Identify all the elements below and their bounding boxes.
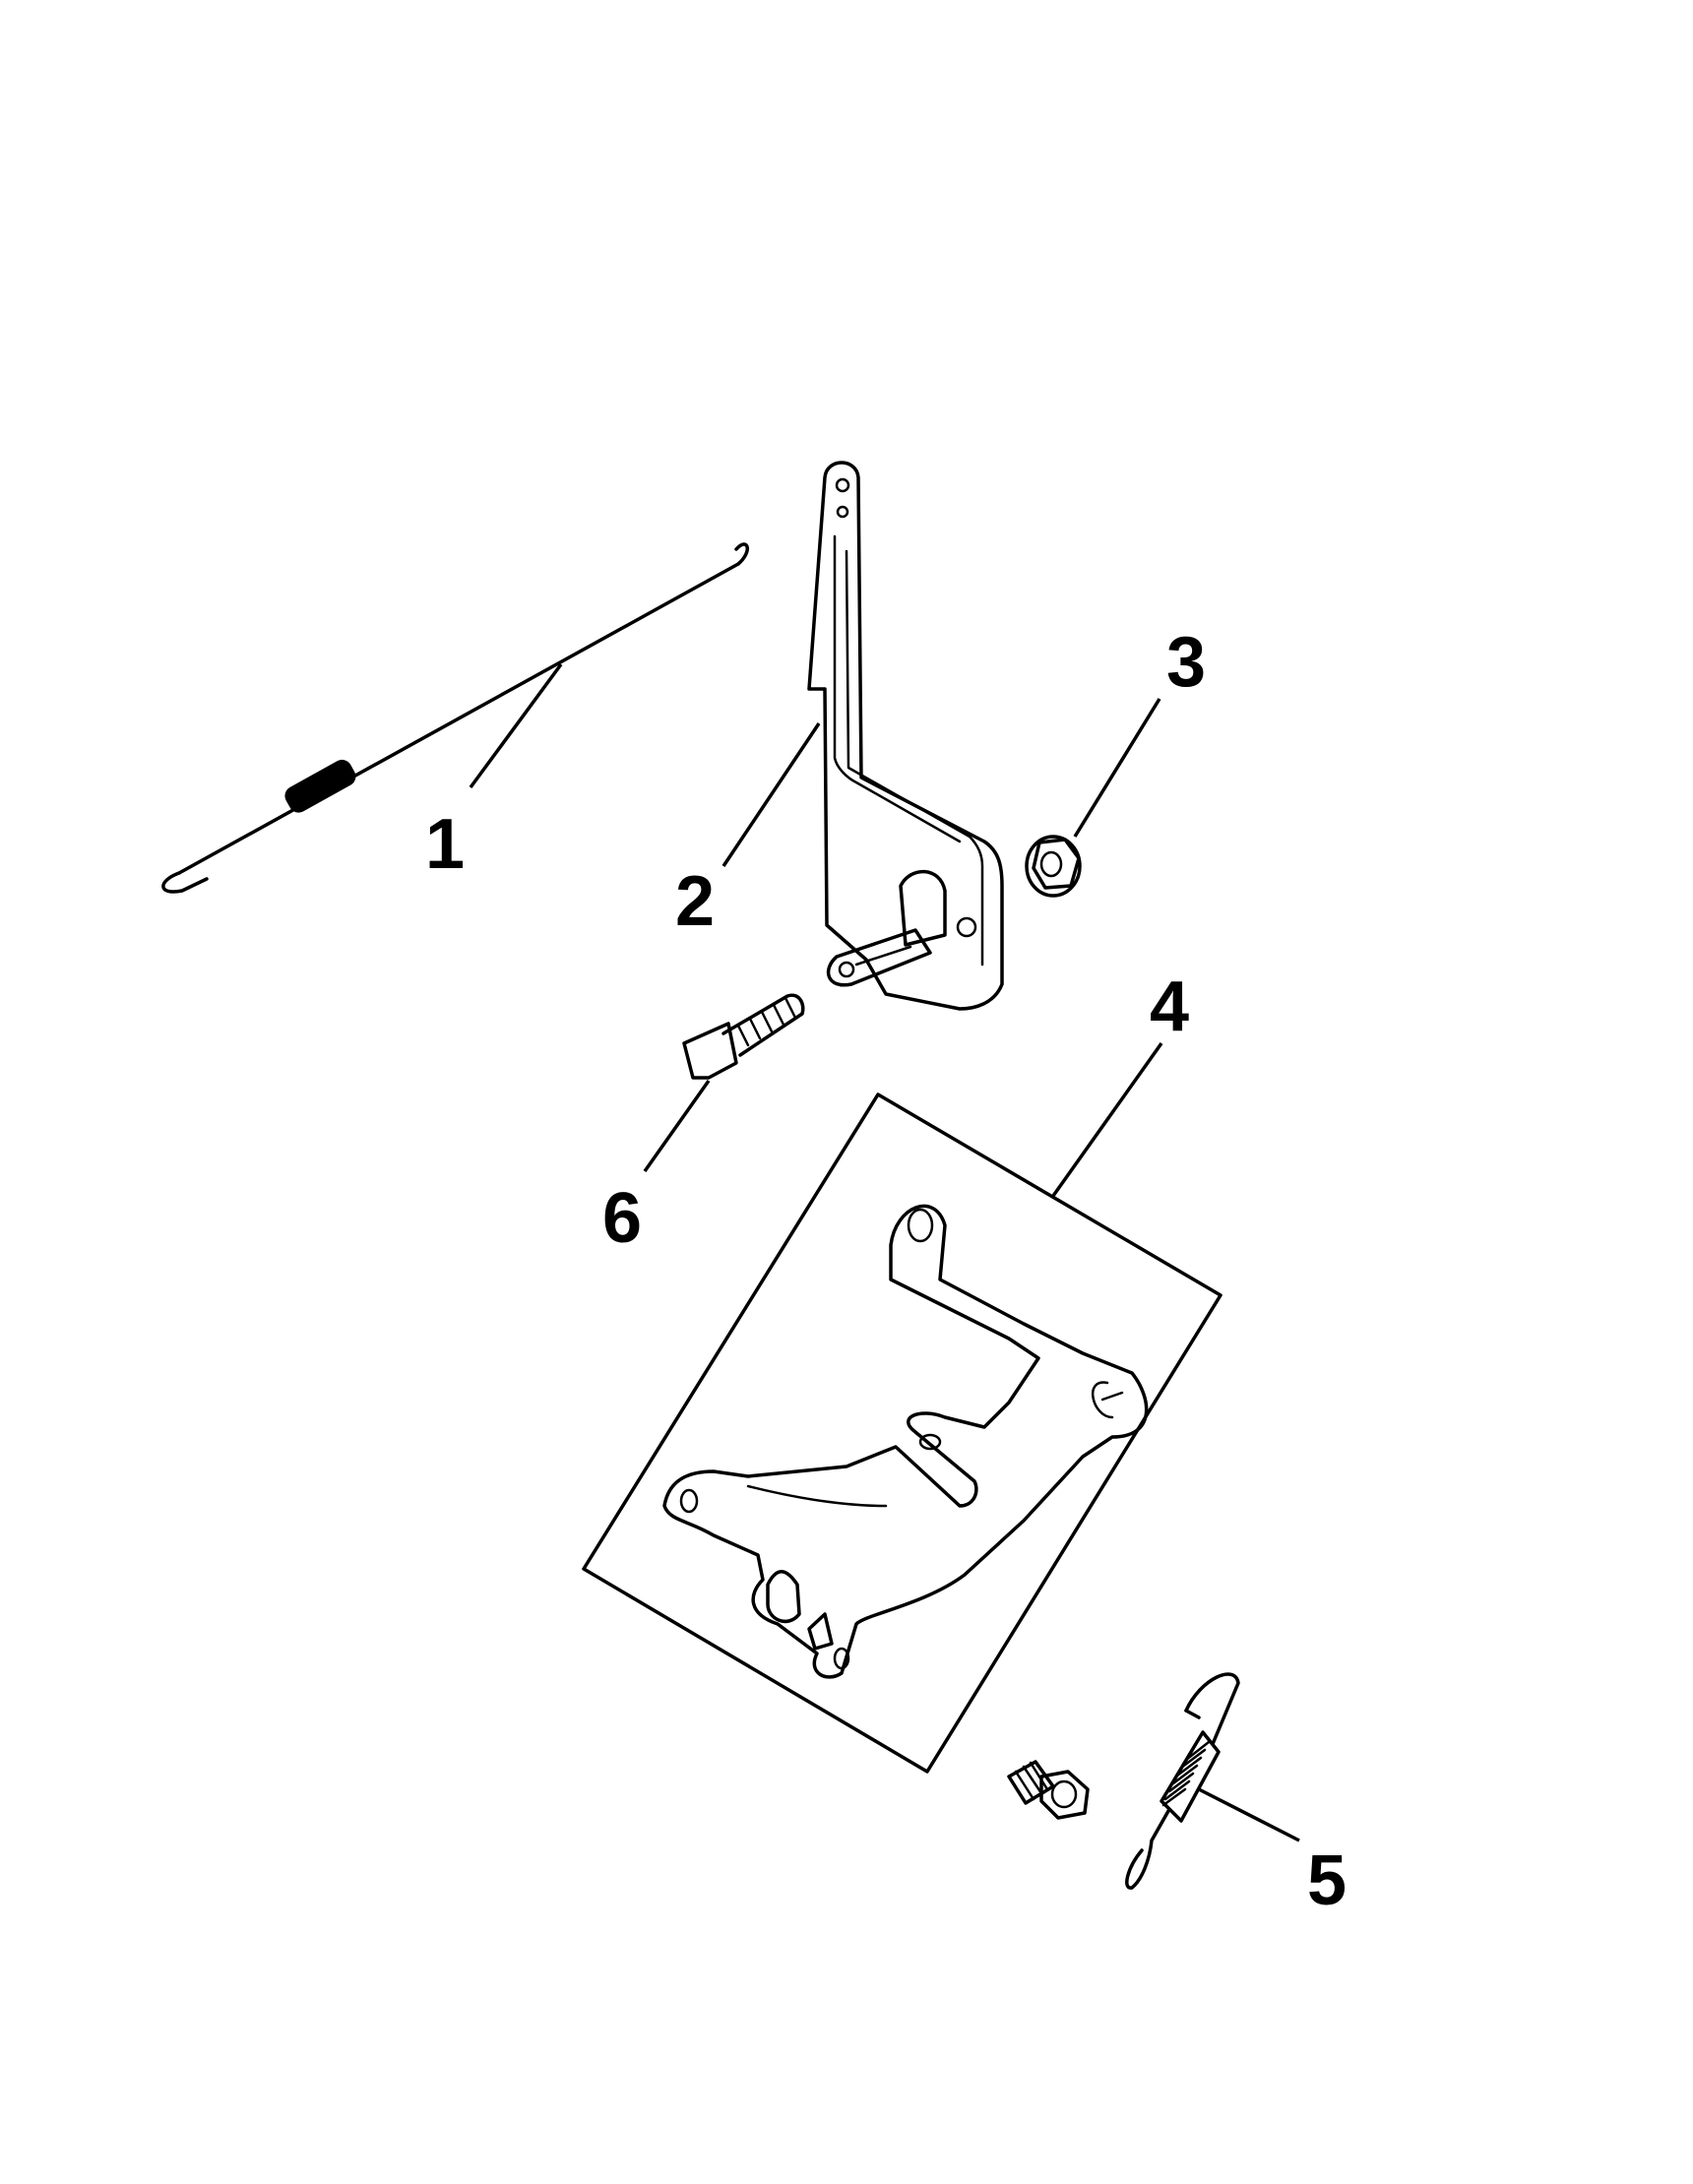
callout-4: 4 (1150, 967, 1189, 1046)
leader-line-6 (643, 1079, 711, 1173)
lever-bracket-icon (807, 461, 1004, 1011)
callout-3: 3 (1166, 623, 1206, 702)
callout-labels: 1 2 3 4 5 6 (425, 623, 1347, 1920)
callout-5: 5 (1307, 1841, 1347, 1920)
leader-line-5 (1198, 1787, 1300, 1842)
t-bolt-icon (682, 993, 805, 1080)
leader-line-2 (721, 722, 821, 867)
callout-6: 6 (602, 1179, 642, 1258)
leader-lines (469, 662, 1300, 1842)
callout-1: 1 (425, 805, 465, 884)
leader-line-3 (1073, 698, 1161, 838)
rod-with-spring-icon (161, 542, 749, 894)
extension-spring-icon (1125, 1672, 1240, 1890)
callout-2: 2 (675, 862, 715, 941)
control-bracket-icon (582, 1092, 1223, 1774)
flange-bolt-icon (1007, 1760, 1090, 1820)
leader-line-1 (469, 662, 563, 789)
leader-line-4 (1051, 1041, 1163, 1198)
flange-nut-icon (1025, 835, 1082, 898)
